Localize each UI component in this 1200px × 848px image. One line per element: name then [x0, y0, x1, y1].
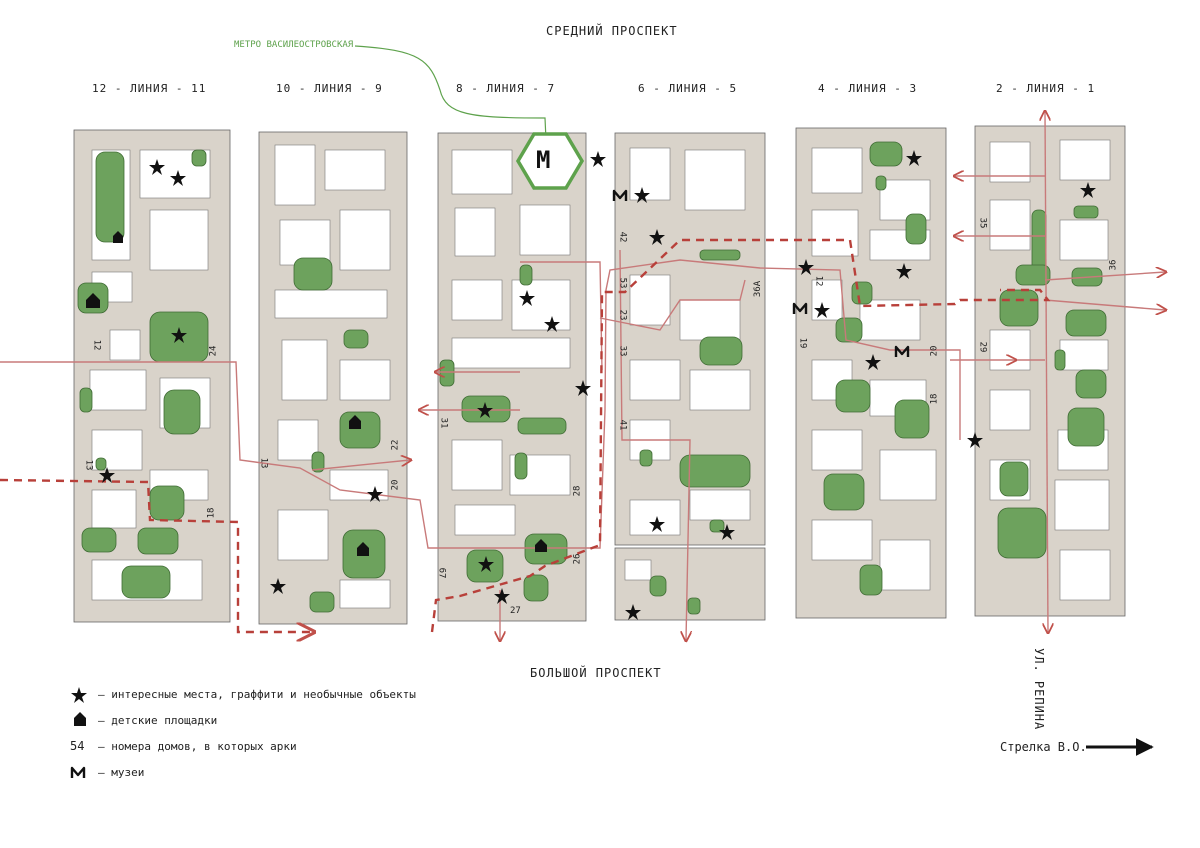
star-icon	[649, 516, 665, 532]
playground-icon	[74, 712, 86, 726]
star-icon	[906, 150, 922, 166]
legend-star-text: — интересные места, граффити и необычные…	[98, 688, 416, 701]
house-number: 67	[436, 567, 447, 579]
house-number: 20	[390, 479, 401, 491]
metro-connector	[354, 45, 547, 141]
house-number: 53	[617, 277, 628, 289]
star-icon	[625, 604, 641, 620]
line-header-2-1: 2 - ЛИНИЯ - 1	[996, 82, 1096, 95]
house-number: 12	[813, 275, 824, 287]
bottom-street: БОЛЬШОЙ ПРОСПЕКТ	[530, 666, 662, 680]
star-icon	[865, 354, 881, 370]
star-icon	[896, 263, 912, 279]
star-icon	[171, 327, 187, 343]
star-icon	[649, 229, 665, 245]
playground-icon	[113, 231, 123, 243]
city-blocks	[73, 125, 1126, 625]
house-number: 31	[438, 417, 449, 429]
house-number: 13	[83, 459, 94, 471]
routes-solid	[0, 112, 1165, 640]
house-number: 22	[390, 439, 401, 451]
house-number: 12	[91, 339, 102, 351]
line-header-12-11: 12 - ЛИНИЯ - 11	[92, 82, 207, 95]
house-number: 18	[929, 393, 940, 405]
star-icon	[478, 556, 494, 572]
star-icon	[544, 316, 560, 332]
legend-number-symbol: 54	[70, 739, 85, 753]
museum-markers	[612, 189, 910, 357]
page-title: СРЕДНИЙ ПРОСПЕКТ	[546, 24, 678, 38]
house-number: 26	[572, 553, 583, 565]
house-number: 13	[258, 457, 269, 469]
star-icon	[149, 159, 165, 175]
house-number: 24	[208, 345, 219, 357]
playground-icon	[349, 415, 361, 429]
house-number: 41	[617, 419, 628, 431]
house-number: 42	[617, 231, 628, 243]
star-icon	[967, 432, 983, 448]
route-dashed	[0, 238, 1051, 632]
line-header-6-5: 6 - ЛИНИЯ - 5	[638, 82, 738, 95]
house-number: 36	[1108, 259, 1119, 271]
star-icon	[519, 290, 535, 306]
playground-icon	[86, 293, 100, 308]
star-icon	[477, 402, 493, 418]
legend-symbols	[70, 687, 87, 778]
metro-symbol: М	[536, 146, 551, 174]
metro-label: МЕТРО ВАСИЛЕОСТРОВСКАЯ	[234, 40, 354, 50]
line-header-8-7: 8 - ЛИНИЯ - 7	[456, 82, 556, 95]
museum-icon	[792, 302, 808, 314]
house-number: 20	[929, 345, 940, 357]
house-number: 29	[977, 341, 988, 353]
playground-icon	[357, 542, 369, 556]
house-number: 36А	[753, 280, 764, 298]
star-icon	[719, 524, 735, 540]
legend-number-text: — номера домов, в которых арки	[98, 740, 297, 753]
star-icon	[575, 380, 591, 396]
playground-markers	[86, 231, 547, 556]
star-icon	[1080, 182, 1096, 198]
metro-icon[interactable]	[515, 132, 585, 190]
house-number: 18	[206, 507, 217, 519]
house-number: 23	[617, 309, 628, 321]
house-number: 28	[572, 485, 583, 497]
star-markers	[99, 150, 1096, 620]
house-number: 35	[977, 217, 988, 229]
legend-museum-text: — музеи	[98, 766, 145, 779]
courtyards	[89, 139, 1111, 609]
line-header-4-3: 4 - ЛИНИЯ - 3	[818, 82, 918, 95]
tree-clusters	[77, 141, 1107, 615]
star-icon	[590, 151, 606, 167]
star-icon	[814, 302, 830, 318]
playground-icon	[535, 539, 547, 552]
star-icon	[634, 187, 650, 203]
star-icon	[71, 687, 87, 703]
star-icon	[99, 467, 115, 483]
star-icon	[270, 578, 286, 594]
museum-icon	[70, 766, 86, 778]
house-number: 33	[617, 345, 628, 357]
star-icon	[367, 486, 383, 502]
museum-icon	[612, 189, 628, 201]
star-icon	[170, 170, 186, 186]
repina-street: УЛ. РЕПИНА	[1032, 648, 1046, 731]
house-number: 27	[510, 606, 521, 616]
star-icon	[494, 588, 510, 604]
museum-icon	[894, 345, 910, 357]
legend-playground-text: — детские площадки	[98, 714, 218, 727]
strelka-label: Стрелка В.О.	[1000, 740, 1087, 754]
star-icon	[798, 259, 814, 275]
line-header-10-9: 10 - ЛИНИЯ - 9	[276, 82, 383, 95]
house-number: 19	[797, 337, 808, 349]
